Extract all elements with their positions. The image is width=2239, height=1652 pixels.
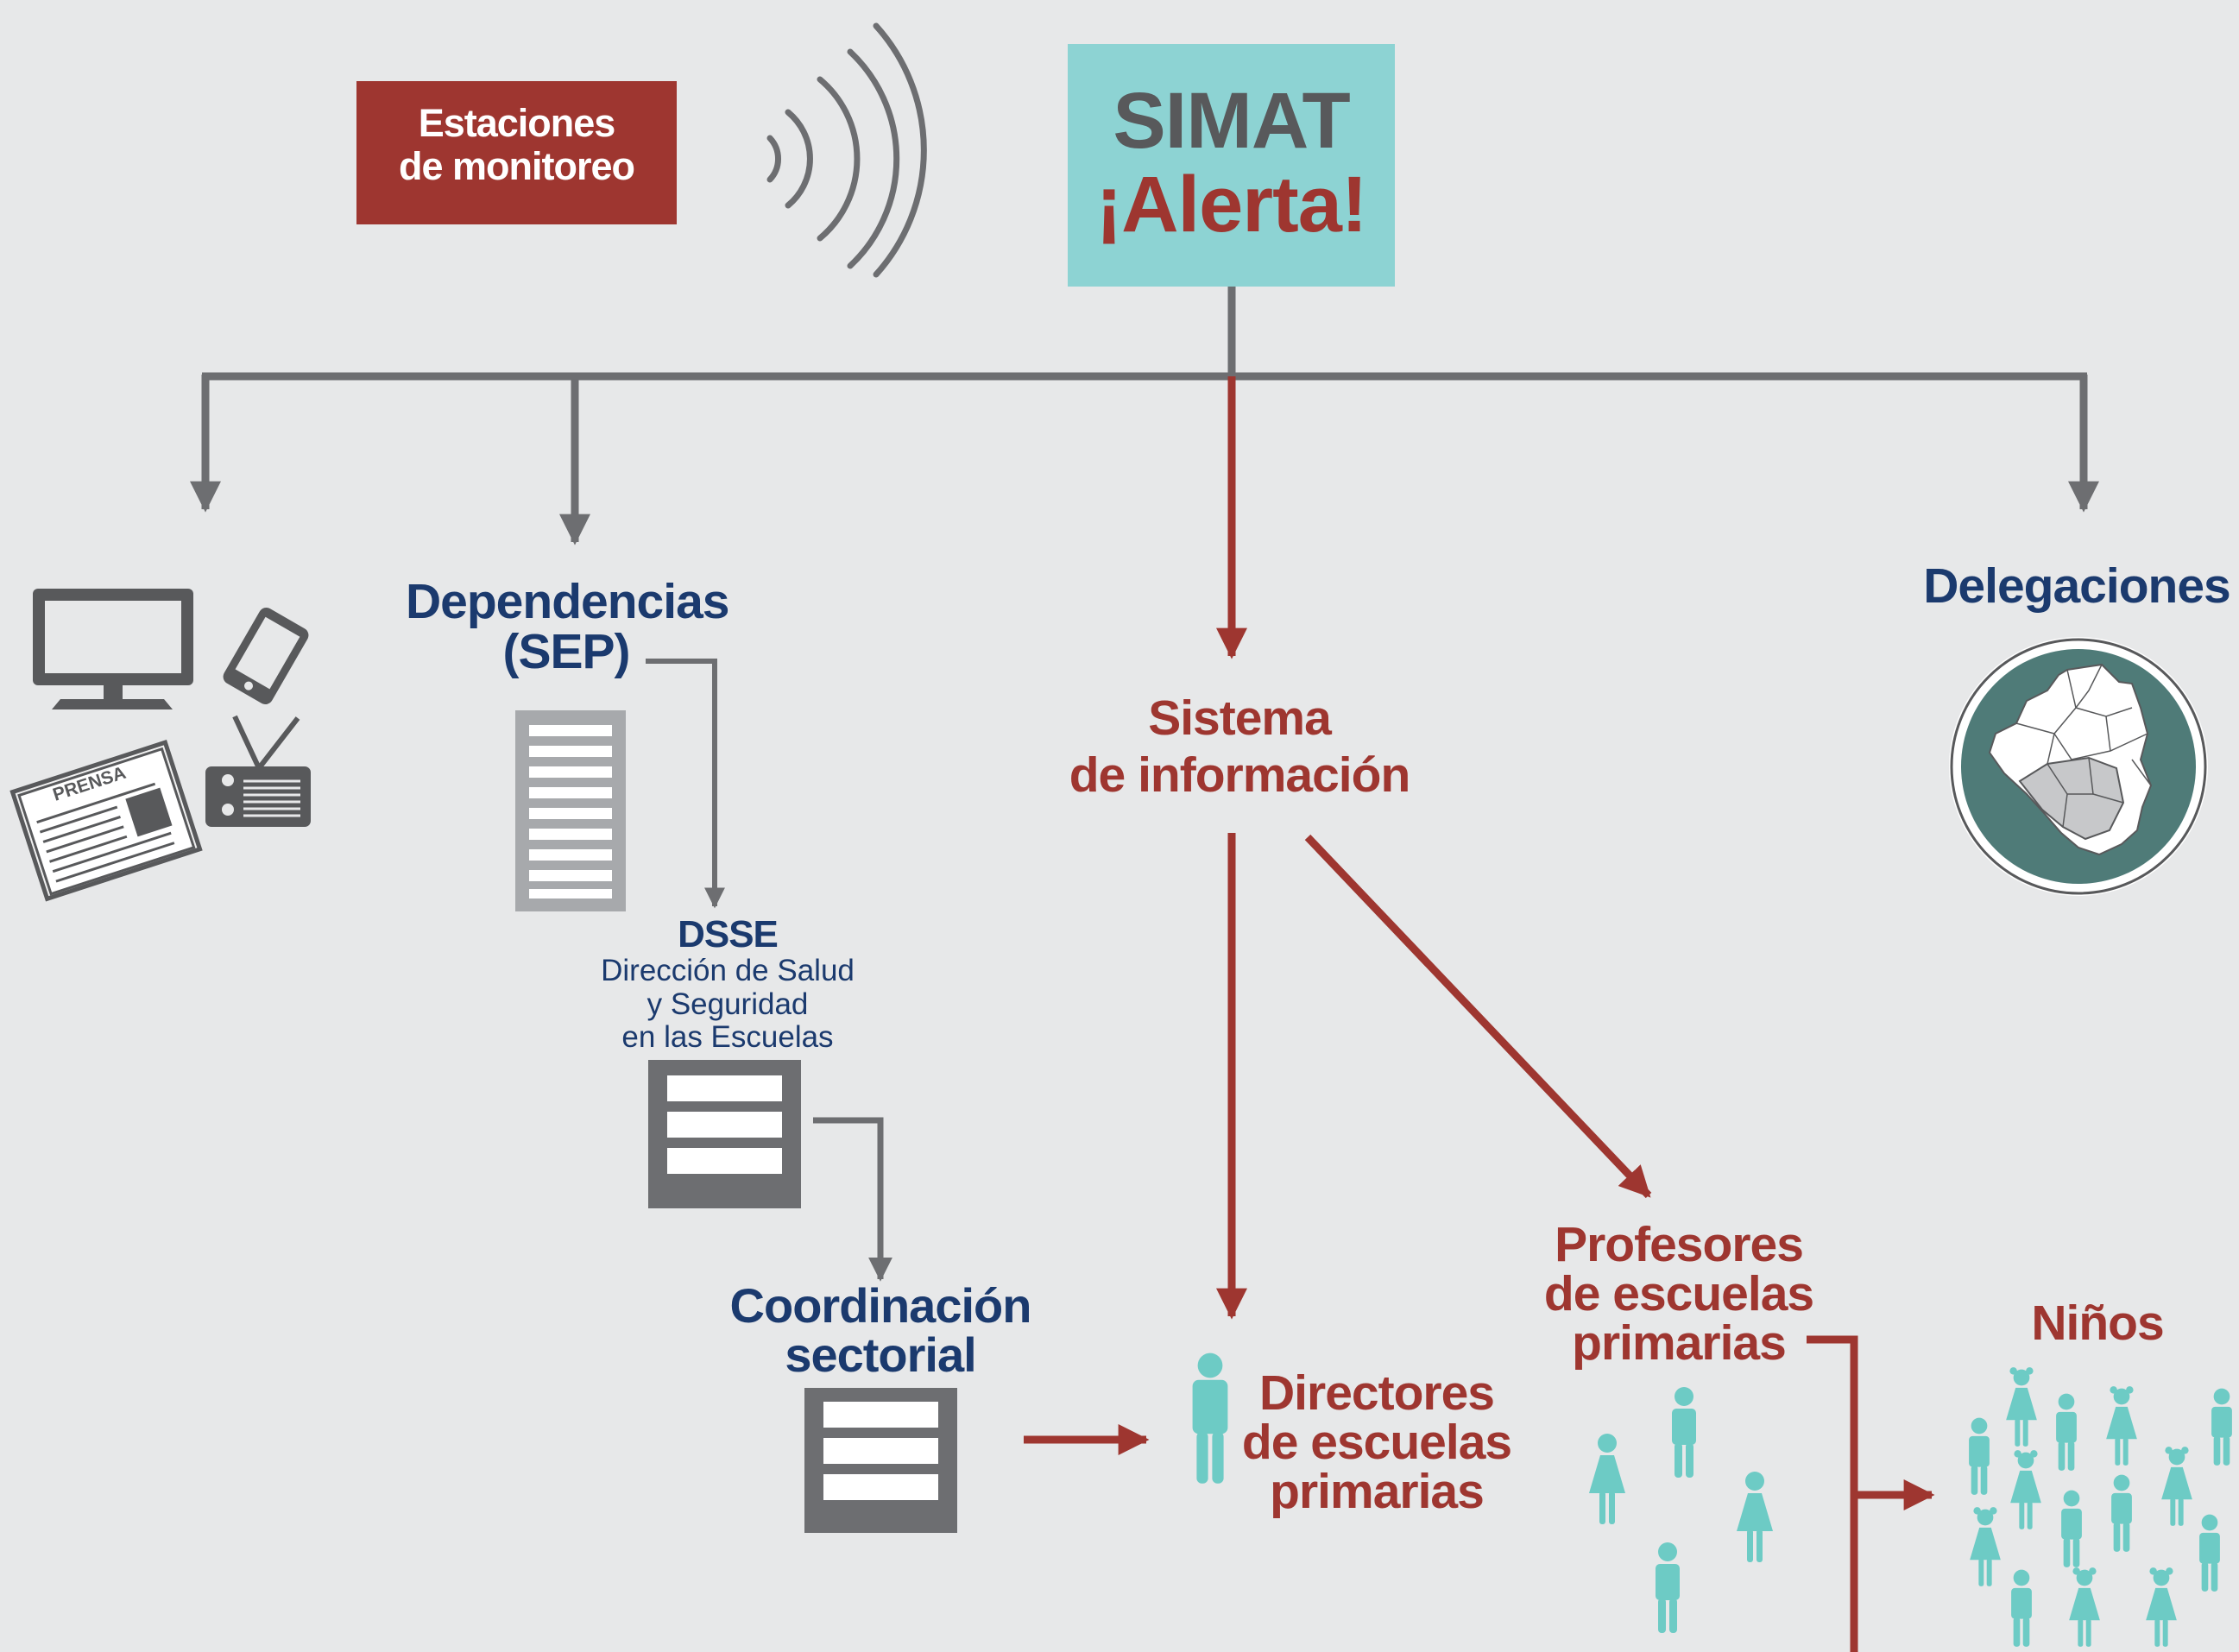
dsse-label: DSSE Dirección de Salud y Seguridad en l… [570, 913, 886, 1055]
directores-line2: de escuelas [1241, 1415, 1512, 1470]
dsse-line3: en las Escuelas [621, 1020, 834, 1055]
newspaper-icon [9, 740, 203, 902]
monitor-icon [33, 589, 193, 709]
stations-label: Estaciones de monitoreo [356, 102, 677, 187]
simat-box [1068, 44, 1395, 287]
directores-line1: Directores [1259, 1365, 1495, 1421]
coordinacion-line2: sectorial [785, 1327, 976, 1383]
profesores-line1: Profesores [1555, 1217, 1804, 1272]
profesores-line3: primarias [1572, 1315, 1787, 1371]
ninos-label: Niños [1994, 1298, 2201, 1348]
signal-waves-icon [766, 22, 927, 278]
profesores-line2: de escuelas [1543, 1266, 1814, 1321]
dependencias-line1: Dependencias [406, 574, 729, 629]
sep-to-dsse-connector [646, 659, 725, 909]
directores-line3: primarias [1270, 1464, 1485, 1519]
directores-label: Directores de escuelas primarias [1234, 1369, 1519, 1516]
dsse-acronym: DSSE [678, 913, 779, 955]
delegaciones-map-icon [1949, 637, 2208, 896]
stations-label-line2: de monitoreo [398, 143, 635, 188]
dependencias-label: Dependencias (SEP) [406, 574, 729, 680]
ninos-text: Niños [2031, 1296, 2164, 1351]
simat-alert: ¡Alerta! [1095, 160, 1367, 249]
red-connector-lines [1024, 376, 1935, 1652]
dependencias-line2: (SEP) [502, 624, 630, 680]
coordinacion-building-icon [804, 1388, 957, 1533]
director-person-icon [1192, 1352, 1228, 1484]
dsse-to-coordinacion-connector [813, 1117, 892, 1282]
teachers-group-icon [1589, 1387, 1773, 1633]
dsse-building-icon [648, 1060, 801, 1208]
coordinacion-label: Coordinación sectorial [725, 1281, 1036, 1379]
delegaciones-label: Delegaciones [1914, 561, 2239, 611]
sistema-line2: de información [1069, 747, 1411, 803]
dsse-line2: y Seguridad [646, 987, 809, 1021]
dependencias-building-icon [515, 710, 626, 911]
children-group-icon [1969, 1367, 2232, 1647]
sistema-line1: Sistema [1148, 690, 1332, 746]
delegaciones-text: Delegaciones [1923, 558, 2231, 614]
dsse-line1: Dirección de Salud [601, 954, 855, 988]
stations-label-line1: Estaciones [418, 101, 616, 145]
stations-box [356, 81, 677, 224]
simat-title: SIMAT [1113, 77, 1350, 165]
smartphone-icon [223, 607, 309, 705]
sistema-label: Sistema de información [1067, 690, 1412, 804]
radio-icon [205, 715, 311, 827]
gray-connector-lines [190, 287, 2099, 545]
simat-label: SIMAT ¡Alerta! [1068, 79, 1395, 246]
profesores-label: Profesores de escuelas primarias [1536, 1220, 1821, 1368]
coordinacion-line1: Coordinación [729, 1278, 1032, 1333]
